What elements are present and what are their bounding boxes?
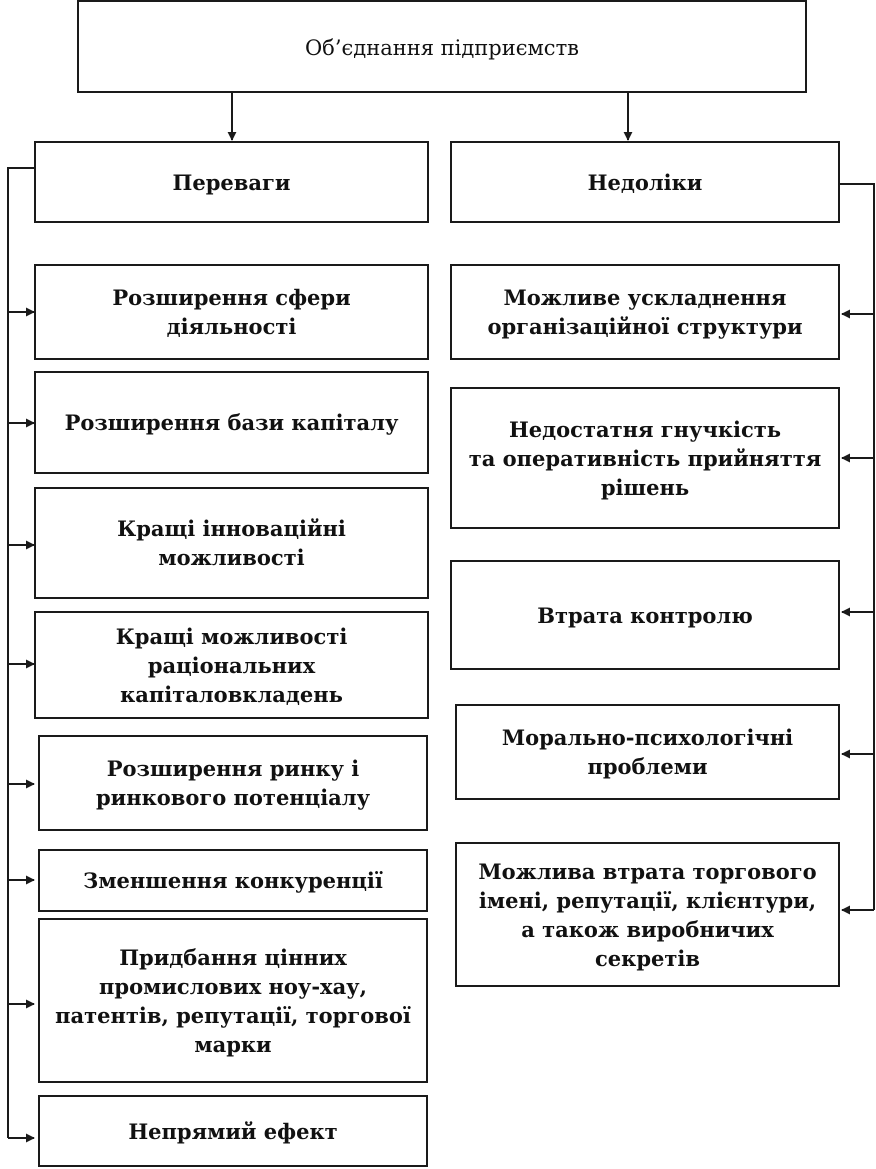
advantage-item-3: Кращі інноваційні можливості: [34, 487, 429, 599]
advantage-item-5: Розширення ринку і ринкового потенціалу: [38, 735, 428, 831]
advantage-item-7: Придбання цінних промислових ноу-хау, пате…: [38, 918, 428, 1083]
advantage-item-8-text: Непрямий ефект: [128, 1117, 337, 1146]
advantage-item-8-line-1: Непрямий ефект: [128, 1118, 338, 1144]
disadvantage-item-2: Недостатня гнучкість та оперативність при…: [450, 387, 840, 529]
advantage-item-4-line-1: Кращі можливості: [115, 623, 348, 649]
disadvantages-header: Недоліки: [450, 141, 840, 223]
advantage-item-6-line-1: Зменшення конкуренції: [83, 868, 383, 893]
disadvantage-item-4-line-1: Морально-психологічні: [501, 725, 794, 750]
advantage-item-7-line-3: патентів, репутації, торгової: [55, 1002, 411, 1028]
disadvantage-item-5-line-2: імені, репутації, клієнтури,: [478, 887, 817, 913]
disadvantage-item-3-line-1: Втрата контролю: [537, 602, 753, 628]
advantage-item-5-text: Розширення ринку і ринкового потенціалу: [96, 754, 370, 812]
advantage-item-4-text: Кращі можливості раціональних капіталовкла…: [116, 622, 348, 709]
advantage-item-2-text: Розширення бази капіталу: [65, 408, 399, 437]
advantage-item-4-line-2: раціональних: [147, 652, 316, 678]
advantage-item-1: Розширення сфери діяльності: [34, 264, 429, 360]
root-node-label: Об’єднання підприємств: [304, 36, 580, 60]
advantage-item-4: Кращі можливості раціональних капіталовкла…: [34, 611, 429, 719]
advantage-item-3-line-1: Кращі інноваційні: [117, 516, 346, 541]
disadvantage-item-2-text: Недостатня гнучкість та оперативність при…: [469, 415, 821, 502]
disadvantage-item-3-text: Втрата контролю: [537, 601, 753, 630]
root-node: Об’єднання підприємств: [77, 0, 807, 93]
advantage-item-7-line-4: марки: [194, 1031, 272, 1057]
advantages-header-label: Переваги: [172, 169, 291, 195]
disadvantages-header-label: Недоліки: [587, 169, 703, 195]
disadvantage-item-2-line-2: та оперативність прийняття: [468, 445, 822, 471]
advantage-item-7-line-1: Придбання цінних: [119, 944, 347, 970]
advantage-item-8: Непрямий ефект: [38, 1095, 428, 1167]
disadvantage-item-5-line-1: Можлива втрата торгового: [478, 858, 817, 884]
advantage-item-1-line-2: діяльності: [166, 314, 297, 339]
disadvantage-item-2-line-3: рішень: [600, 474, 690, 500]
disadvantage-item-1-text: Можливе ускладнення організаційної структ…: [487, 283, 802, 341]
advantage-item-5-line-2: ринкового потенціалу: [95, 785, 371, 810]
disadvantage-item-5: Можлива втрата торгового імені, репутації…: [455, 842, 840, 987]
disadvantage-item-1-line-1: Можливе ускладнення: [503, 285, 787, 310]
disadvantage-item-2-line-1: Недостатня гнучкість: [508, 416, 782, 442]
advantage-item-6-text: Зменшення конкуренції: [83, 866, 383, 895]
advantage-item-6: Зменшення конкуренції: [38, 849, 428, 912]
disadvantage-item-5-line-4: секретів: [595, 945, 700, 971]
advantages-bracket-line: [7, 167, 34, 1138]
advantage-item-7-text: Придбання цінних промислових ноу-хау, пате…: [55, 943, 411, 1059]
disadvantage-item-4-text: Морально-психологічні проблеми: [502, 723, 793, 781]
disadvantage-item-5-line-3: а також виробничих: [521, 916, 774, 942]
advantages-header: Переваги: [34, 141, 429, 223]
advantage-item-1-line-1: Розширення сфери: [112, 285, 351, 310]
advantage-item-5-line-1: Розширення ринку і: [106, 756, 360, 781]
disadvantage-item-4-line-2: проблеми: [587, 754, 708, 779]
disadvantage-item-1: Можливе ускладнення організаційної структ…: [450, 264, 840, 360]
advantage-item-3-text: Кращі інноваційні можливості: [117, 514, 346, 572]
advantage-item-7-line-2: промислових ноу-хау,: [99, 973, 367, 999]
disadvantage-item-1-line-2: організаційної структури: [487, 314, 803, 339]
disadvantage-item-4: Морально-психологічні проблеми: [455, 704, 840, 800]
advantage-item-4-line-3: капіталовкладень: [120, 681, 343, 707]
disadvantage-item-5-text: Можлива втрата торгового імені, репутації…: [478, 857, 816, 973]
disadvantage-item-3: Втрата контролю: [450, 560, 840, 670]
advantage-item-1-text: Розширення сфери діяльності: [112, 283, 350, 341]
disadvantages-bracket-line: [840, 183, 875, 910]
advantage-item-2-line-1: Розширення бази капіталу: [64, 410, 399, 435]
advantage-item-3-line-2: можливості: [158, 545, 305, 570]
advantage-item-2: Розширення бази капіталу: [34, 371, 429, 474]
